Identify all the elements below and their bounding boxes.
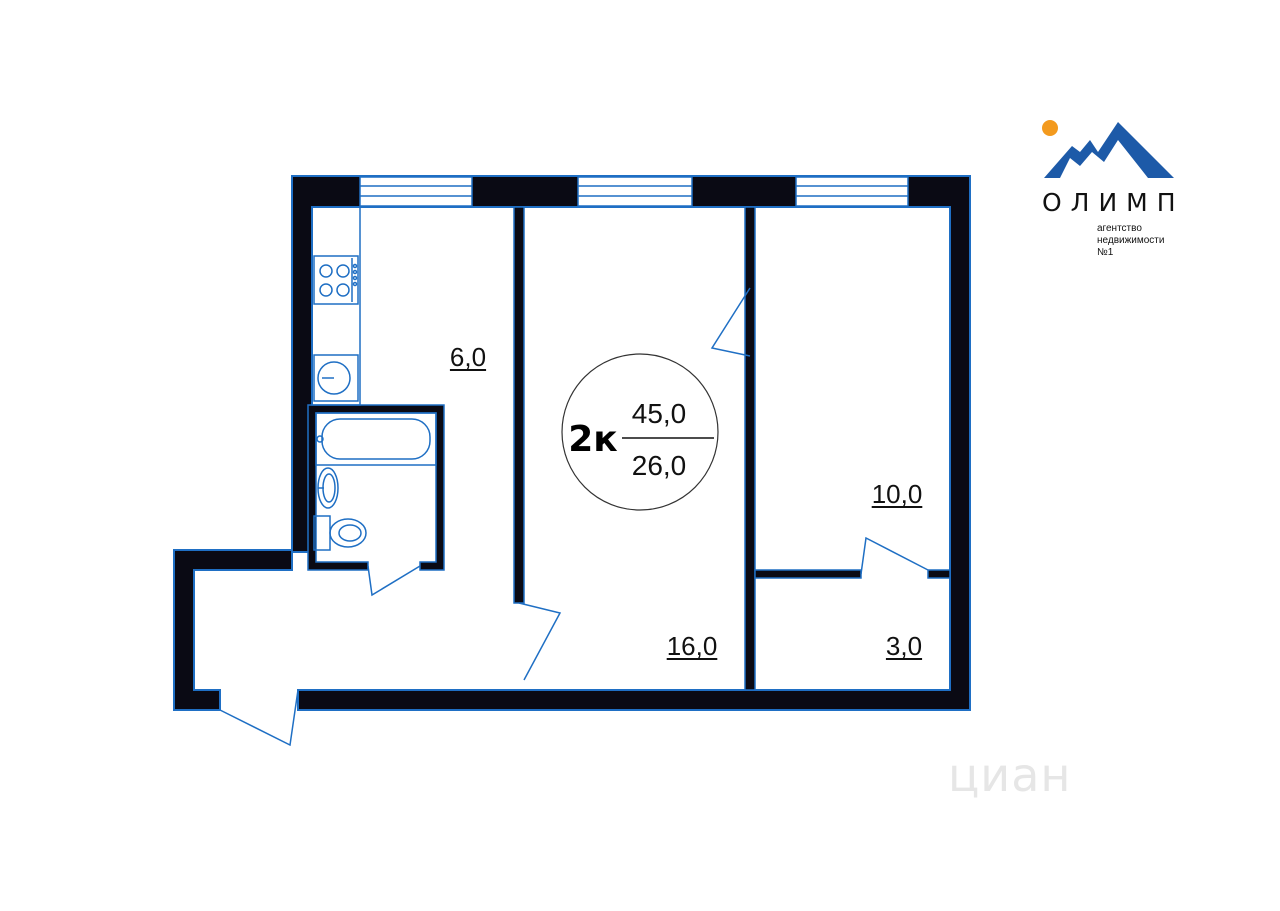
door-closet: [860, 536, 929, 575]
stove-icon: [313, 255, 359, 305]
living-area: 26,0: [631, 450, 687, 481]
kitchen-counter: [311, 206, 361, 406]
windows: [359, 176, 909, 207]
wall-kitchen-living: [513, 206, 525, 604]
bathroom-wall: [307, 404, 445, 571]
bathroom-fixtures: [313, 412, 437, 551]
door-entrance: [219, 689, 299, 747]
logo-mark: [1042, 120, 1174, 178]
logo-sun-icon: [1042, 120, 1058, 136]
wall-bedroom-closet-right: [927, 569, 951, 579]
total-area: 45,0: [631, 398, 687, 429]
watermark: циан: [948, 748, 1072, 802]
logo-mountains-icon: [1044, 122, 1174, 178]
window-living: [577, 176, 693, 207]
logo-tagline-line: №1: [1097, 247, 1114, 258]
room-area-bedroom: 10,0: [871, 479, 923, 509]
area-badge-circle: [561, 353, 719, 511]
door-living: [518, 602, 562, 681]
room-area-living: 16,0: [666, 631, 718, 661]
toilet-icon: [313, 515, 367, 551]
door-bedroom: [710, 287, 751, 357]
area-badge: [561, 353, 719, 511]
wall-bedroom-closet-left: [754, 569, 862, 579]
apartment-type: 2к: [568, 419, 618, 460]
door-bathroom: [367, 565, 421, 597]
walls: [173, 175, 971, 711]
logo-tagline-line: агентство: [1097, 223, 1142, 234]
kitchen-fixtures: [311, 206, 361, 406]
room-area-closet: 3,0: [885, 631, 923, 661]
doors: [219, 287, 929, 747]
room-area-kitchen: 6,0: [449, 342, 487, 372]
kitchen-sink-icon: [313, 354, 359, 402]
bathtub-icon: [315, 412, 437, 466]
wall-living-bedroom: [744, 206, 756, 691]
logo-tagline-line: недвижимости: [1097, 235, 1165, 246]
window-kitchen: [359, 176, 473, 207]
logo-name: ОЛИМП: [1042, 188, 1185, 217]
washbasin-icon: [317, 467, 339, 509]
window-bedroom: [795, 176, 909, 207]
outer-wall: [173, 175, 971, 711]
logo-tagline: агентство недвижимости №1: [1097, 223, 1187, 259]
